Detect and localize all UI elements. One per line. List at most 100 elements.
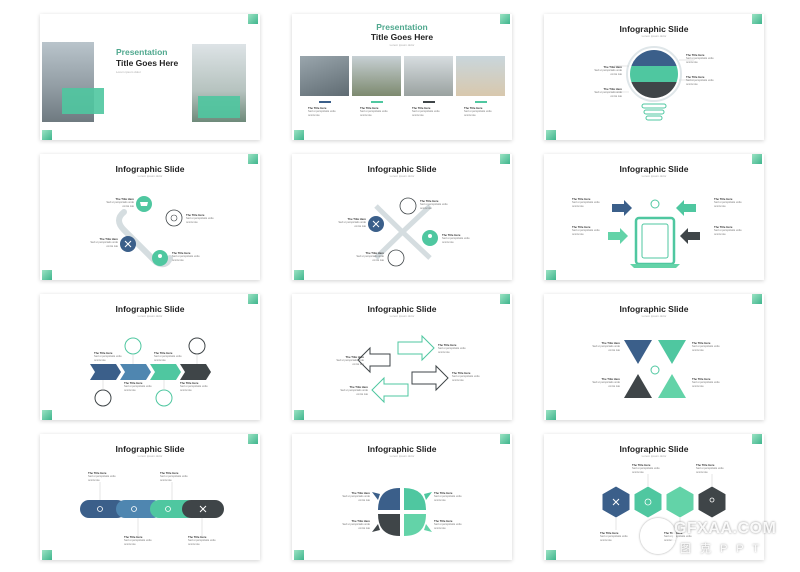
slide-10[interactable]: Infographic Slide Lorem ipsum dolor The …	[40, 434, 260, 560]
slide-title: Infographic Slide	[619, 164, 689, 174]
slide-subtitle: Lorem ipsum dolor	[389, 174, 415, 178]
corner-accent	[294, 270, 304, 280]
slide-2[interactable]: Presentation Title Goes Here Lorem ipsum…	[292, 14, 512, 140]
four-leaf-infographic	[372, 488, 432, 536]
slide-subtitle: Lorem ipsum dolor	[389, 43, 415, 47]
slide-title: Infographic Slide	[367, 164, 437, 174]
corner-accent	[248, 294, 258, 304]
slide-1[interactable]: Presentation Title Goes Here Lorem ipsum…	[40, 14, 260, 140]
photo-1	[300, 56, 349, 96]
corner-accent	[248, 154, 258, 164]
corner-accent	[546, 410, 556, 420]
slide-11[interactable]: Infographic Slide Lorem ipsum dolor The …	[292, 434, 512, 560]
slide-title: Infographic Slide	[367, 304, 437, 314]
slide-7[interactable]: Infographic Slide Lorem ipsum dolor The …	[40, 294, 260, 420]
photo-overlay	[62, 88, 104, 114]
photo-2	[352, 56, 401, 96]
slide-4[interactable]: Infographic Slide Lorem ipsum dolor The …	[40, 154, 260, 280]
slide-9[interactable]: Infographic Slide Lorem ipsum dolor The …	[544, 294, 764, 420]
slide-subtitle: Lorem ipsum dolor	[389, 314, 415, 318]
corner-accent	[42, 130, 52, 140]
slide-title: Infographic Slide	[115, 164, 185, 174]
watermark: GFXAA.COM 图 克 P P T	[640, 516, 790, 566]
slide-subtitle: Lorem ipsum dolor	[389, 454, 415, 458]
corner-accent	[248, 434, 258, 444]
slide-subtitle: Lorem ipsum dolor	[641, 454, 667, 458]
slide-title: Infographic Slide	[619, 24, 689, 34]
photo-4	[456, 56, 505, 96]
corner-accent	[752, 294, 762, 304]
corner-accent	[500, 294, 510, 304]
corner-accent	[294, 410, 304, 420]
slide-title-line2: Title Goes Here	[370, 32, 434, 42]
pill-timeline-infographic	[80, 482, 224, 536]
corner-accent	[500, 14, 510, 24]
corner-accent	[546, 270, 556, 280]
slide-subtitle: Lorem ipsum dolor	[137, 454, 163, 458]
corner-accent	[546, 130, 556, 140]
slide-subtitle: Lorem ipsum dolor	[641, 174, 667, 178]
corner-accent	[42, 270, 52, 280]
photo-overlay	[198, 96, 240, 118]
slide-8[interactable]: Infographic Slide Lorem ipsum dolor The …	[292, 294, 512, 420]
hexagon-infographic	[601, 474, 727, 530]
slide-title: Infographic Slide	[115, 304, 185, 314]
slide-title-line1: Presentation	[116, 47, 168, 57]
slide-title: Infographic Slide	[367, 444, 437, 454]
slide-title: Infographic Slide	[115, 444, 185, 454]
slide-title: Infographic Slide	[619, 444, 689, 454]
slide-title-line1: Presentation	[376, 22, 428, 32]
slide-5[interactable]: Infographic Slide Lorem ipsum dolor The …	[292, 154, 512, 280]
slide-subtitle: Lorem ipsum dolor	[116, 70, 141, 74]
triangles-infographic	[624, 340, 686, 398]
slide-3[interactable]: Infographic Slide Lorem ipsum dolor The …	[544, 14, 764, 140]
corner-accent	[752, 14, 762, 24]
photo-3	[404, 56, 453, 96]
zigzag-infographic	[116, 196, 183, 268]
slide-title-line2: Title Goes Here	[116, 58, 179, 68]
slide-subtitle: Lorem ipsum dolor	[137, 314, 163, 318]
slide-6[interactable]: Infographic Slide Lorem ipsum dolor The …	[544, 154, 764, 280]
slide-subtitle: Lorem ipsum dolor	[641, 314, 667, 318]
cross-infographic	[368, 197, 438, 267]
slide-title: Infographic Slide	[619, 304, 689, 314]
lightbulb-infographic	[614, 46, 694, 121]
corner-accent	[42, 550, 52, 560]
